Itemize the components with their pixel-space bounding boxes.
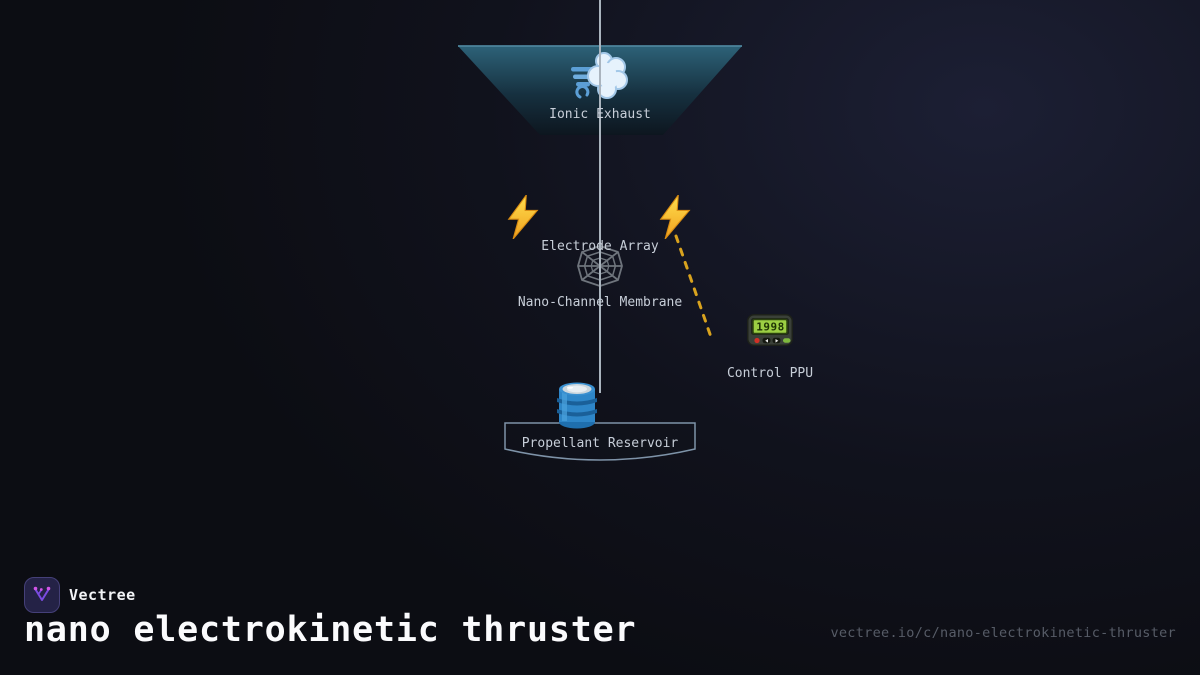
- propellant-reservoir-label: Propellant Reservoir: [521, 436, 679, 451]
- electrode-array-label: Electrode Array: [541, 239, 659, 254]
- page-url: vectree.io/c/nano-electrokinetic-thruste…: [830, 625, 1176, 641]
- vectree-logo: [24, 577, 60, 613]
- power-dashed-line: [674, 234, 714, 342]
- pager-icon: 1998: [746, 311, 794, 349]
- nano-channel-membrane-label: Nano-Channel Membrane: [517, 295, 683, 310]
- brand-row: Vectree: [24, 577, 136, 613]
- pager-display-text: 1998: [756, 321, 785, 334]
- ionic-exhaust-label: Ionic Exhaust: [549, 107, 651, 122]
- lightning-bolt-icon-left: [505, 195, 541, 239]
- lightning-bolt-icon-right: [657, 195, 693, 239]
- brand-name: Vectree: [69, 586, 136, 604]
- reservoir-outline: [504, 422, 696, 461]
- page-title: nano electrokinetic thruster: [24, 610, 637, 650]
- oil-drum-icon: [555, 380, 599, 430]
- control-ppu-label: Control PPU: [726, 366, 814, 381]
- vectree-logo-icon: [33, 586, 51, 601]
